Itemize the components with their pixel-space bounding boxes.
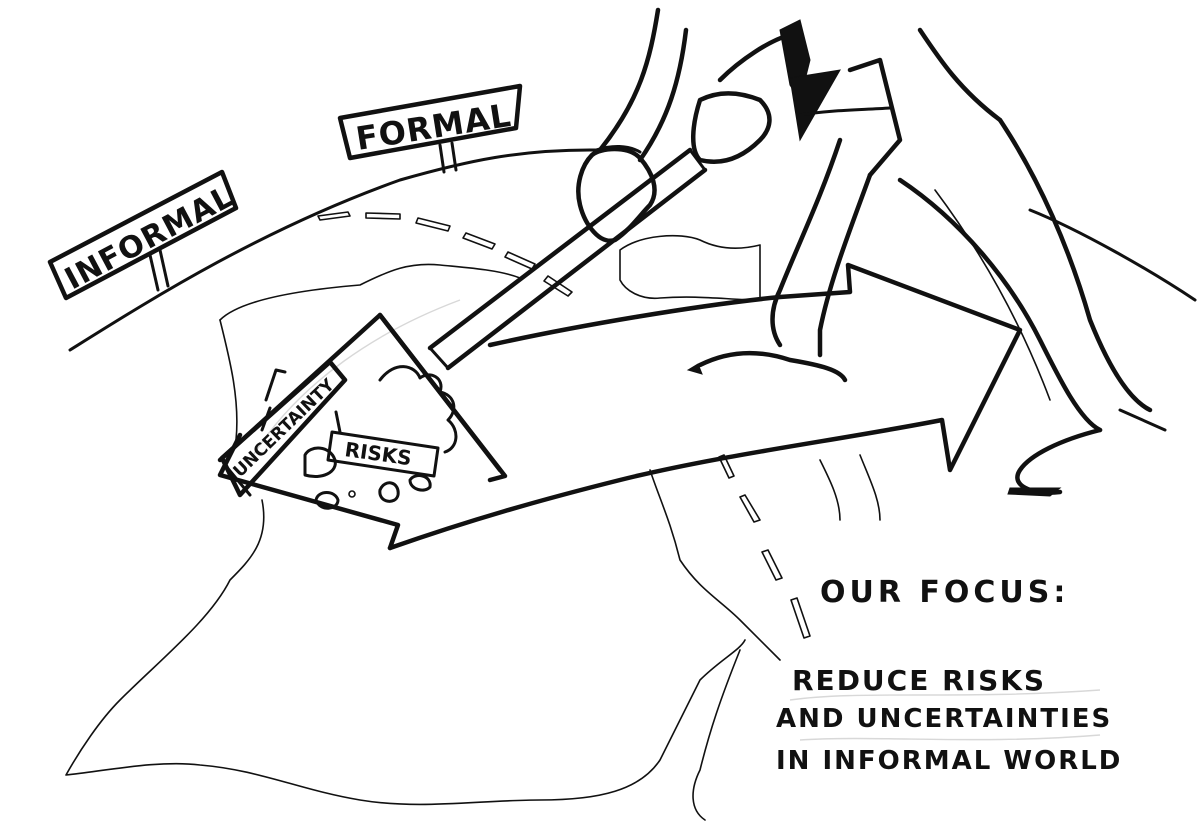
road-arrow: [217, 262, 1023, 551]
road-arc: [68, 148, 1197, 352]
caption-line-2: AND UNCERTAINTIES: [776, 704, 1113, 734]
sign-informal-label: INFORMAL: [59, 179, 239, 297]
caption-title: OUR FOCUS:: [820, 575, 1070, 610]
focus-caption: OUR FOCUS: REDUCE RISKS AND UNCERTAINTIE…: [770, 575, 1150, 780]
debris: RISKS: [260, 365, 458, 510]
man-figure: [576, 7, 1167, 497]
ground-patch: [65, 234, 881, 821]
caption-line-1: REDUCE RISKS: [792, 664, 1047, 697]
sign-informal: INFORMAL: [47, 169, 240, 301]
broom-uncertainty-label: UNCERTAINTY: [230, 375, 340, 482]
broom-head: UNCERTAINTY: [217, 312, 508, 498]
broom-handle: [427, 147, 708, 371]
ghost-lines: [249, 299, 1101, 741]
caption-line-3: IN INFORMAL WORLD: [776, 746, 1123, 776]
sign-formal-label: FORMAL: [353, 96, 514, 158]
